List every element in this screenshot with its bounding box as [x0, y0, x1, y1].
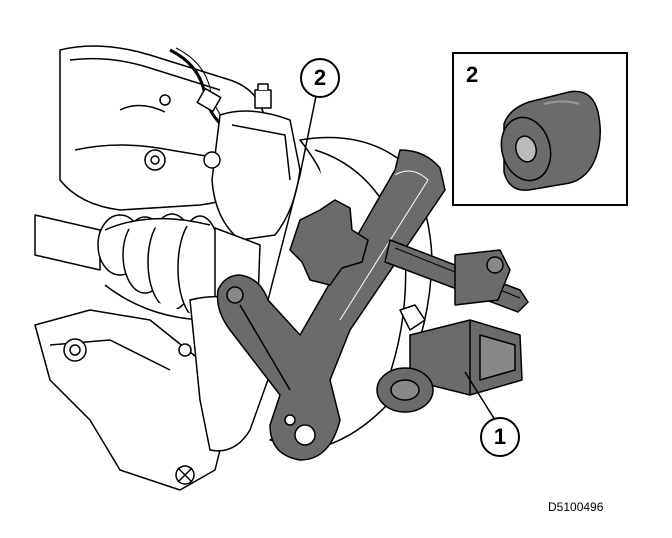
bushing-illustration: [500, 90, 601, 191]
inset-label: 2: [466, 62, 479, 87]
puller-tool-frame: [216, 149, 446, 461]
callout-2-leader: [267, 95, 317, 301]
press-adapter: [376, 249, 523, 413]
lower-control-arm: [34, 309, 231, 491]
inset-detail-box: 2: [452, 52, 628, 206]
star-knob: [289, 199, 369, 286]
callout-1: 1: [480, 417, 520, 457]
brake-caliper: [203, 83, 301, 241]
callout-2: 2: [300, 58, 340, 98]
callout-1-label: 1: [493, 424, 507, 449]
callout-1-leader: [464, 371, 496, 421]
reference-code: D5100496: [548, 500, 604, 514]
callout-2-label: 2: [313, 65, 327, 90]
